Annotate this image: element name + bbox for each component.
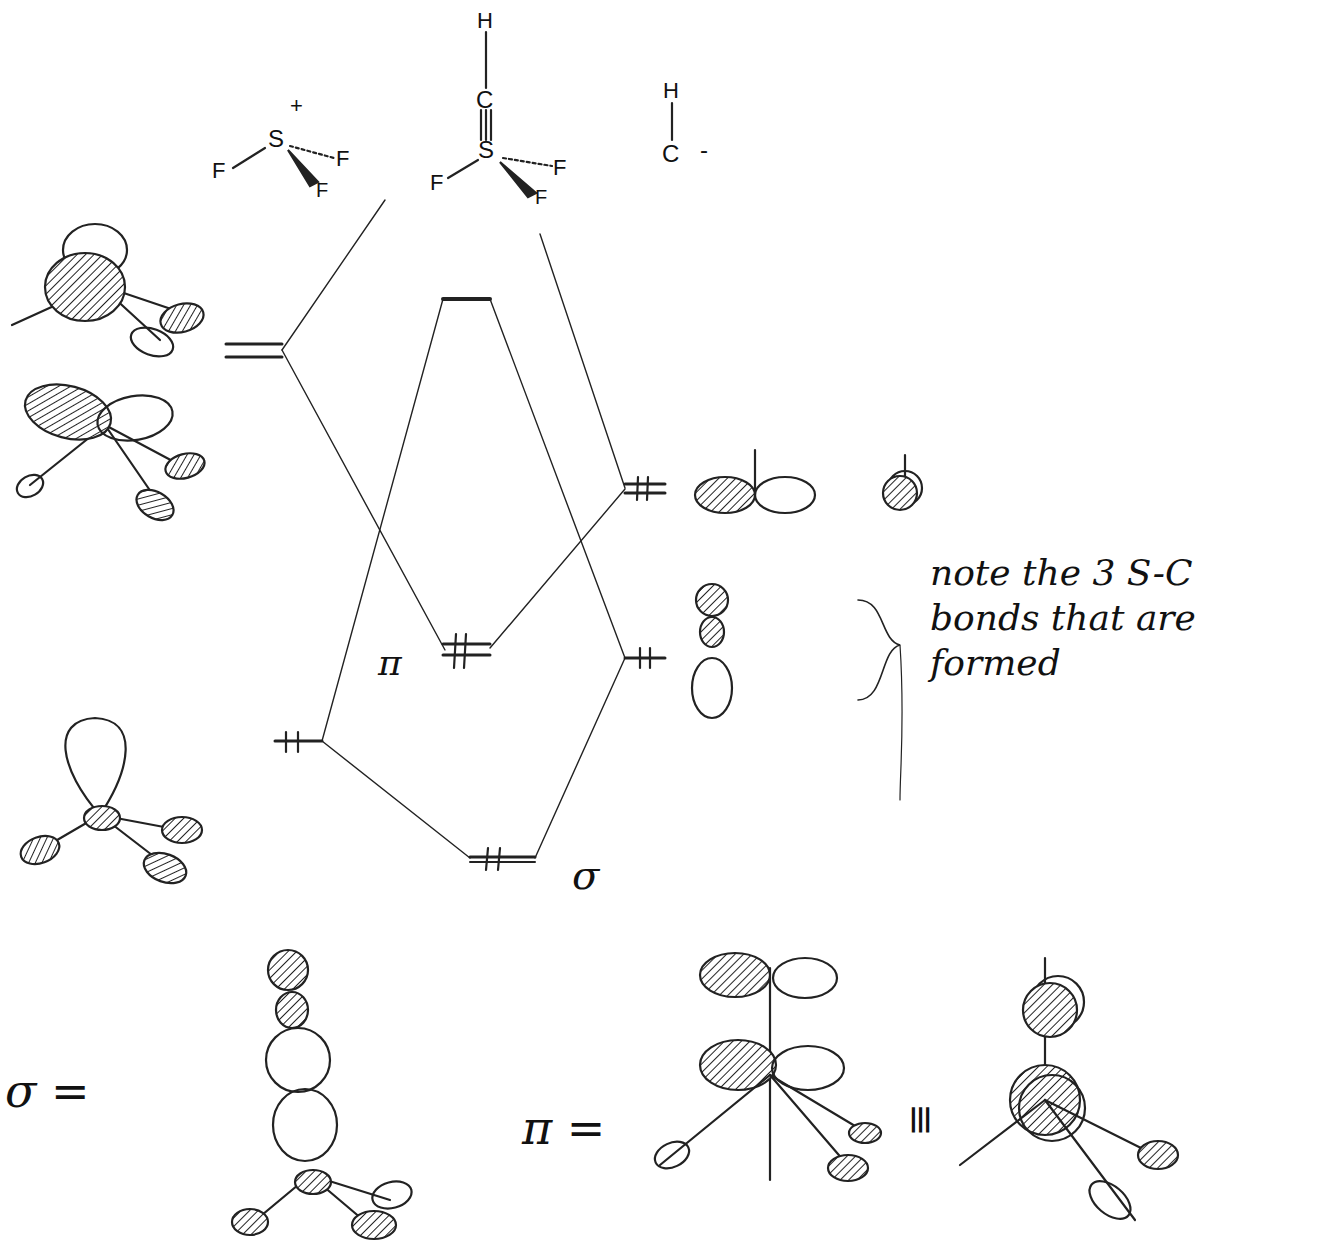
atom-label: C	[476, 88, 493, 112]
atom-label: C	[662, 142, 679, 166]
charge-sign: +	[290, 95, 303, 117]
atom-label: H	[663, 80, 679, 102]
atom-label: F	[316, 180, 328, 200]
atom-label: H	[477, 10, 493, 32]
atom-label: F	[430, 172, 443, 194]
orbital-symbol: π	[378, 645, 402, 681]
equation-label: σ =	[5, 1068, 90, 1114]
atom-label: F	[212, 160, 225, 182]
orbital-symbol: σ	[572, 855, 599, 895]
atom-label: F	[336, 148, 349, 170]
annotation-note: note the 3 S-C bonds that are formed	[930, 550, 1230, 685]
charge-sign: -	[700, 138, 708, 162]
atom-label: F	[535, 187, 547, 207]
atom-label: S	[478, 138, 494, 162]
atom-label: S	[268, 127, 284, 151]
atom-label: F	[553, 157, 566, 179]
equivalence-symbol: ≡	[902, 1103, 942, 1137]
equation-label: π =	[522, 1105, 605, 1151]
